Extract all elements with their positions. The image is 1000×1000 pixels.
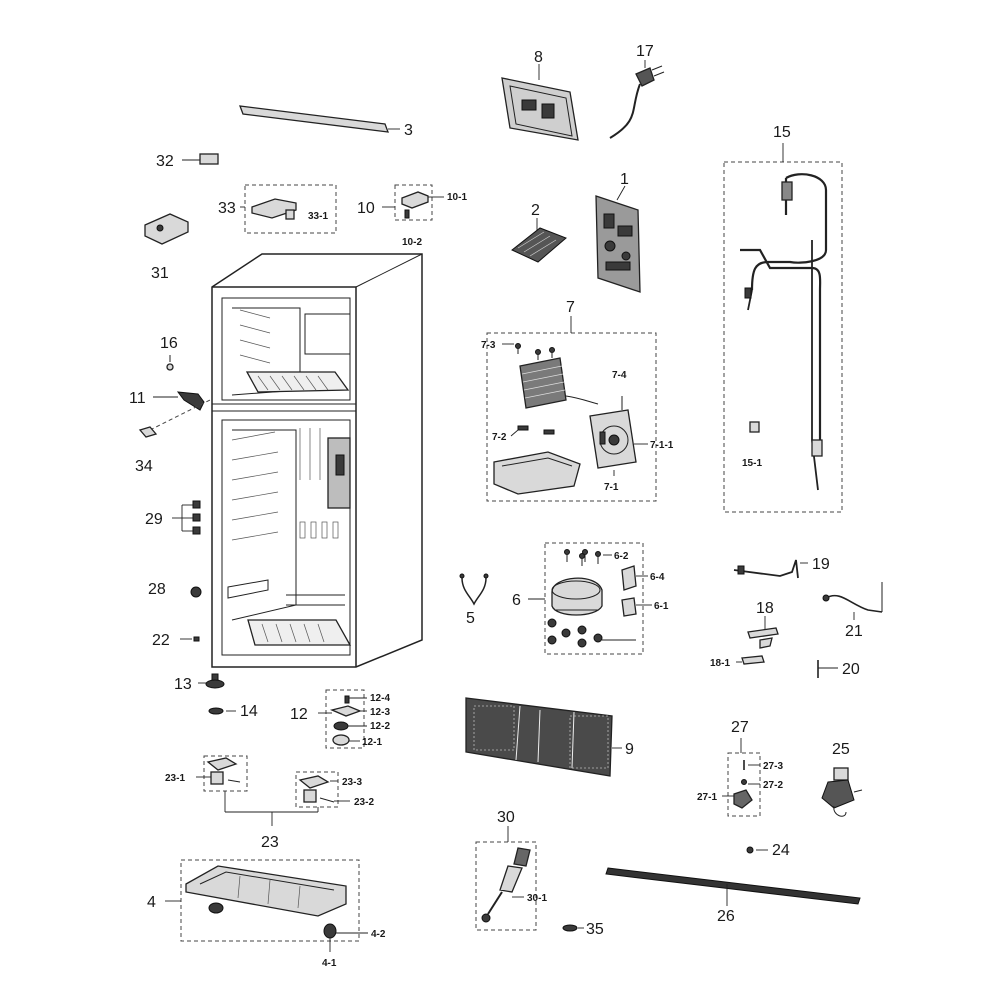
callout-12-3: 12-3	[370, 707, 390, 718]
callout-10-2: 10-2	[402, 237, 422, 248]
callout-25: 25	[832, 741, 850, 758]
part-12-group	[318, 689, 367, 749]
callout-10-1: 10-1	[447, 192, 467, 203]
callout-9: 9	[625, 741, 634, 758]
callout-12: 12	[290, 706, 308, 723]
part-18-bracket	[736, 616, 779, 665]
part-29-clips	[172, 500, 201, 535]
part-6-compressor-group	[528, 542, 652, 655]
callout-24: 24	[772, 842, 790, 859]
callout-12-1: 12-1	[362, 737, 382, 748]
part-23-group	[196, 755, 350, 826]
callout-6-2: 6-2	[614, 551, 629, 562]
part-26-strip	[605, 867, 861, 906]
callout-18: 18	[756, 600, 774, 617]
callout-4: 4	[147, 894, 156, 911]
part-28-cap	[190, 586, 202, 598]
callout-16: 16	[160, 335, 178, 352]
part-27-group	[722, 738, 761, 817]
callout-7: 7	[566, 299, 575, 316]
callout-27-1: 27-1	[697, 792, 717, 803]
callout-11: 11	[129, 390, 146, 407]
part-32-label-plate	[182, 153, 219, 165]
callout-6: 6	[512, 592, 521, 609]
callout-4-1: 4-1	[322, 958, 337, 969]
callout-7-2: 7-2	[492, 432, 507, 443]
callout-6-4: 6-4	[650, 572, 665, 583]
part-35-washer	[562, 924, 584, 932]
part-30-group	[475, 826, 537, 931]
callout-labels: 1 2 3 4 4-1 4-2 5 6 6-1 6-2 6-4 7 7-1 7-…	[129, 43, 863, 969]
callout-22: 22	[152, 632, 170, 649]
callout-27-2: 27-2	[763, 780, 783, 791]
callout-29: 29	[145, 511, 163, 528]
callout-31: 31	[151, 265, 169, 282]
callout-33: 33	[218, 200, 236, 217]
callout-1: 1	[620, 171, 629, 188]
callout-28: 28	[148, 581, 166, 598]
callout-12-4: 12-4	[370, 693, 390, 704]
part-21-wire-harness	[822, 582, 883, 620]
callout-7-4: 7-4	[612, 370, 627, 381]
callout-21: 21	[845, 623, 863, 640]
callout-34: 34	[135, 458, 153, 475]
part-5-wire-clip	[459, 573, 489, 606]
callout-6-1: 6-1	[654, 601, 669, 612]
callout-2: 2	[531, 202, 540, 219]
part-25-sensor	[821, 767, 863, 817]
callout-27-3: 27-3	[763, 761, 783, 772]
part-9-condenser	[465, 697, 622, 777]
callout-23-2: 23-2	[354, 797, 374, 808]
callout-32: 32	[156, 153, 174, 170]
callout-5: 5	[466, 610, 475, 627]
callout-3: 3	[404, 122, 413, 139]
callout-30: 30	[497, 809, 515, 826]
callout-30-1: 30-1	[527, 893, 547, 904]
part-20-pin	[817, 660, 838, 678]
callout-8: 8	[534, 49, 543, 66]
callout-12-2: 12-2	[370, 721, 390, 732]
callout-23-1: 23-1	[165, 773, 185, 784]
callout-23: 23	[261, 834, 279, 851]
part-15-tubing-group	[723, 143, 843, 513]
callout-26: 26	[717, 908, 735, 925]
part-10-group	[382, 184, 444, 221]
callout-33-1: 33-1	[308, 211, 328, 222]
callout-18-1: 18-1	[710, 658, 730, 669]
part-33-group	[240, 184, 337, 234]
callout-4-2: 4-2	[371, 929, 386, 940]
part-19-pipe	[733, 559, 808, 579]
callout-19: 19	[812, 556, 830, 573]
part-2-grille	[511, 218, 567, 263]
callout-15: 15	[773, 124, 791, 141]
part-1-main-pcb	[595, 185, 641, 293]
callout-27: 27	[731, 719, 749, 736]
part-14-washer	[208, 707, 236, 715]
part-8-board-housing	[501, 64, 579, 141]
callout-7-1: 7-1	[604, 482, 619, 493]
callout-35: 35	[586, 921, 604, 938]
part-17-power-cord	[609, 60, 665, 139]
part-3-top-bar	[239, 105, 400, 133]
refrigerator-cabinet	[211, 253, 423, 668]
part-13-leveling-foot	[198, 673, 225, 689]
part-31-hinge-block	[144, 213, 189, 245]
part-7-group	[486, 316, 657, 502]
part-16-screw	[166, 355, 174, 371]
callout-17: 17	[636, 43, 654, 60]
callout-10: 10	[357, 200, 375, 217]
part-4-base-group	[165, 859, 368, 952]
callout-13: 13	[174, 676, 192, 693]
callout-7-1-1: 7-1-1	[650, 440, 674, 451]
callout-14: 14	[240, 703, 258, 720]
part-22-screw	[180, 636, 200, 642]
part-11-hinge	[149, 391, 211, 431]
callout-7-3: 7-3	[481, 340, 496, 351]
callout-20: 20	[842, 661, 860, 678]
part-34-pin	[138, 426, 158, 438]
part-24-screw	[746, 846, 768, 854]
callout-23-3: 23-3	[342, 777, 362, 788]
callout-15-1: 15-1	[742, 458, 762, 469]
